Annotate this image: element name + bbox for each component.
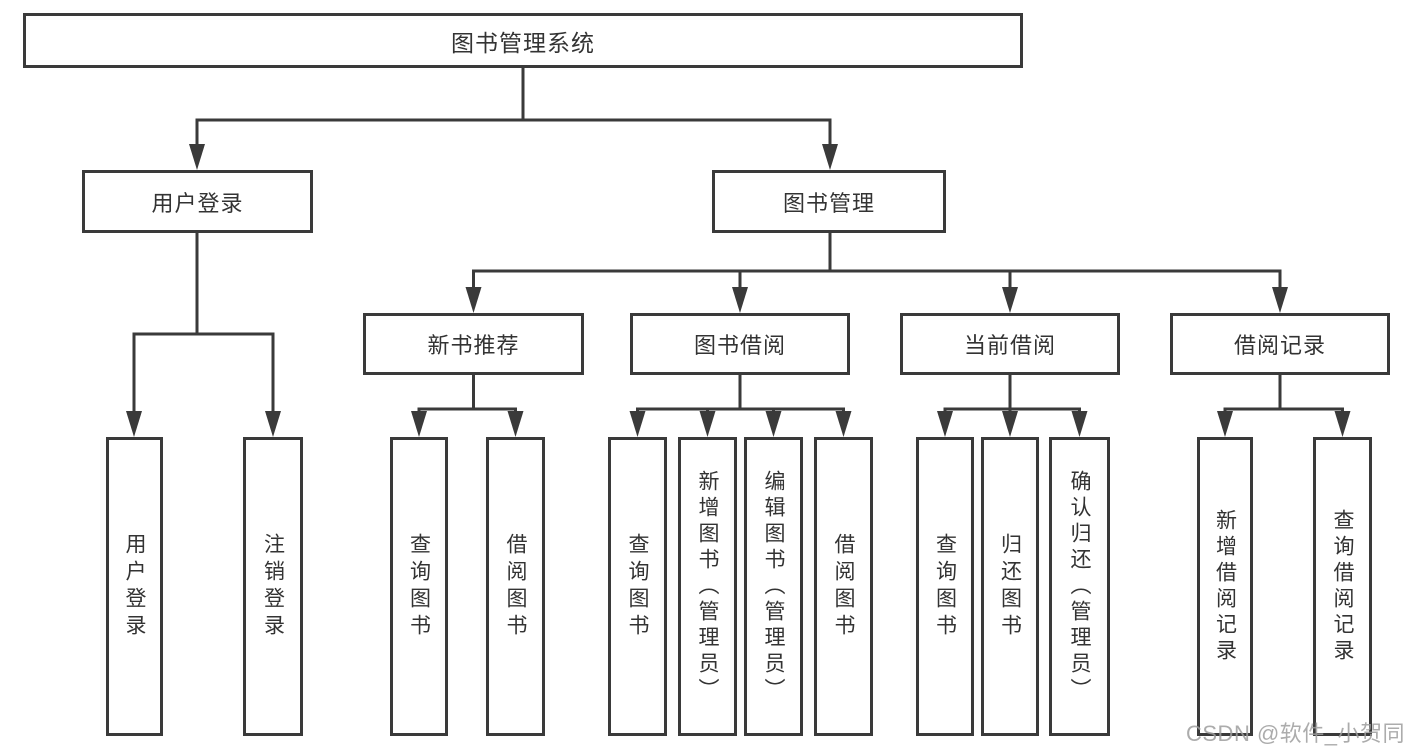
node-book-borrow: 图书借阅 [630,313,850,375]
node-user-login-label: 用户登录 [151,190,244,216]
leaf-edit-books-admin: 编辑图书（管理员） [744,437,803,736]
node-current-borrow-label: 当前借阅 [963,333,1056,358]
node-book-management-label: 图书管理 [782,190,875,216]
leaf-add-borrow-record: 新增借阅记录 [1197,437,1253,736]
node-book-management: 图书管理 [712,170,946,233]
node-user-login: 用户登录 [82,170,313,233]
leaf-add-books-admin: 新增图书（管理员） [678,437,737,736]
leaf-return-books: 归还图书 [981,437,1039,736]
node-new-book-recommend: 新书推荐 [363,313,584,375]
leaf-confirm-return-admin-label: 确认归还（管理员） [1068,469,1091,704]
leaf-query-books-current-label: 查询图书 [933,532,957,641]
leaf-user-login: 用户登录 [106,437,163,736]
leaf-query-books-borrow: 查询图书 [608,437,667,736]
leaf-logout: 注销登录 [243,437,303,736]
node-new-book-recommend-label: 新书推荐 [427,333,520,358]
leaf-add-borrow-record-label: 新增借阅记录 [1213,508,1237,665]
leaf-user-login-label: 用户登录 [123,532,146,641]
leaf-query-borrow-record: 查询借阅记录 [1313,437,1372,736]
leaf-borrow-books-recommend: 借阅图书 [486,437,545,736]
leaf-borrow-books-recommend-label: 借阅图书 [504,532,527,641]
leaf-query-books-current: 查询图书 [916,437,974,736]
leaf-add-books-admin-label: 新增图书（管理员） [696,469,719,704]
csdn-watermark: CSDN @软件_小贺同学 [1186,721,1405,746]
leaf-query-books-recommend-label: 查询图书 [407,532,431,641]
node-borrow-records: 借阅记录 [1170,313,1390,375]
node-current-borrow: 当前借阅 [900,313,1120,375]
leaf-query-borrow-record-label: 查询借阅记录 [1331,508,1354,665]
leaf-logout-label: 注销登录 [261,532,285,641]
leaf-return-books-label: 归还图书 [998,532,1022,641]
leaf-query-books-borrow-label: 查询图书 [626,532,649,641]
leaf-query-books-recommend: 查询图书 [390,437,448,736]
leaf-edit-books-admin-label: 编辑图书（管理员） [762,469,785,704]
leaf-borrow-books-label: 借阅图书 [832,532,855,641]
node-borrow-records-label: 借阅记录 [1233,333,1326,358]
leaf-borrow-books: 借阅图书 [814,437,873,736]
leaf-confirm-return-admin: 确认归还（管理员） [1049,437,1110,736]
node-book-borrow-label: 图书借阅 [693,333,786,358]
node-root: 图书管理系统 [23,13,1023,68]
node-root-label: 图书管理系统 [451,29,595,56]
